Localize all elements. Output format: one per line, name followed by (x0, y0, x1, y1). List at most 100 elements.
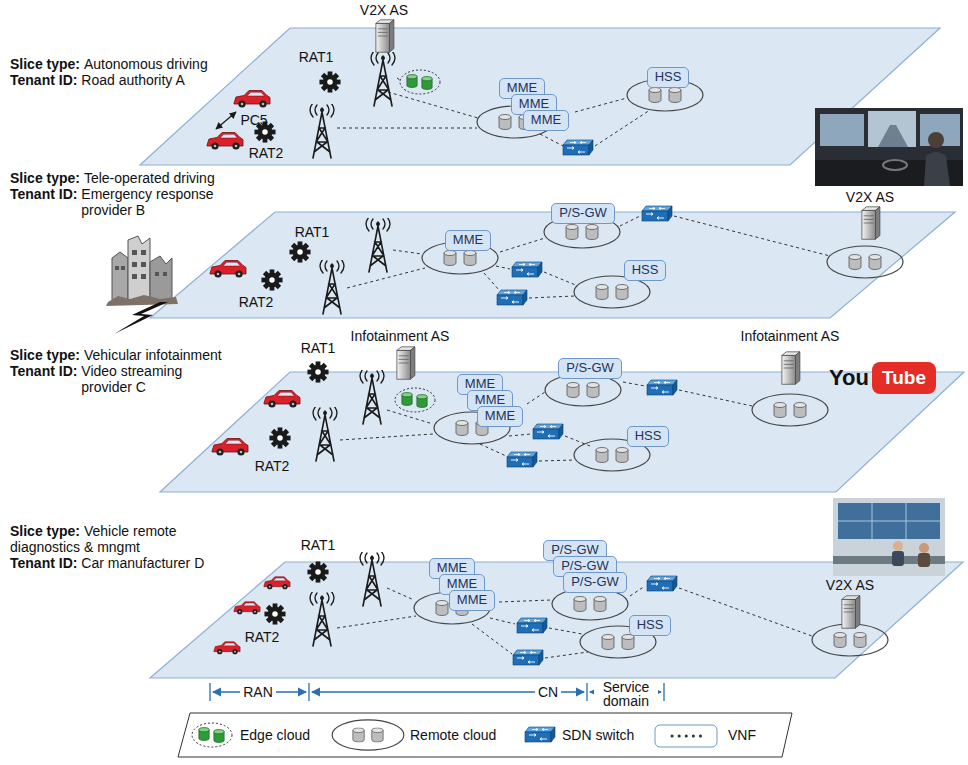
photo-screen (838, 503, 940, 539)
photo-person (892, 551, 904, 566)
field-value: Road authority A (81, 72, 185, 88)
photo-screen (868, 111, 916, 147)
vnf-label: P/S-GW (561, 558, 609, 573)
slice-plane-outline (140, 28, 940, 165)
rat-gear (307, 561, 328, 582)
rat-label: RAT1 (299, 49, 334, 65)
rat-gear (269, 427, 290, 448)
legend-entry: Edge cloud (240, 727, 310, 743)
server-label: V2X AS (826, 577, 874, 593)
slice-2-art (106, 206, 903, 334)
sdn-switch (497, 290, 527, 305)
car-icon (264, 577, 290, 589)
legend-entry: SDN switch (562, 727, 634, 743)
sdn-switch (642, 206, 672, 221)
interface-label: PC5 (240, 112, 267, 128)
vnf-sample (655, 725, 717, 747)
dashed-link (679, 588, 812, 636)
server-icon (376, 20, 394, 52)
remote-cloud (827, 246, 903, 278)
remote-cloud (477, 106, 553, 138)
vnf-label: MME (531, 112, 561, 127)
dashed-link (544, 272, 578, 286)
building (128, 236, 150, 300)
field-key: Slice type: (10, 56, 80, 72)
vnf-box: HSS (647, 67, 690, 88)
sdn-switch (512, 262, 542, 277)
car-icon (207, 133, 243, 150)
edge-cloud-sample (192, 723, 232, 747)
server-label: Infotainment AS (741, 328, 840, 344)
server-label: Infotainment AS (351, 328, 450, 344)
vnf-label: HSS (635, 428, 662, 443)
vnf-label: MME (507, 80, 537, 95)
vnf-label: P/S-GW (551, 542, 599, 557)
slice-4-art (214, 551, 888, 665)
rat-label: RAT2 (249, 145, 284, 161)
dashed-link (575, 98, 627, 112)
slice-plane: Slice type:Autonomous drivingTenant ID:R… (0, 0, 968, 170)
dashed-link (630, 586, 645, 596)
dashed-link (393, 250, 422, 254)
car-icon (234, 91, 270, 108)
dashed-link (500, 238, 545, 252)
cell-tower (310, 591, 334, 646)
vnf-label: MME (437, 560, 467, 575)
legend-text: Remote cloud (410, 727, 496, 743)
caption-row: Slice type:Tele-operated driving (10, 170, 226, 186)
dashed-link (397, 78, 400, 80)
vnf-box: MME (445, 230, 491, 251)
sdn-switch-sample (525, 727, 555, 742)
photo-person (919, 543, 929, 553)
rat-gear (319, 71, 340, 92)
caption-row: Tenant ID:Emergency response provider B (10, 186, 226, 218)
car-icon (210, 261, 246, 278)
field-key: Tenant ID: (10, 72, 77, 88)
caption-row: Slice type:Vehicular infotainment (10, 347, 226, 363)
cell-tower (310, 103, 334, 158)
dashed-link (545, 652, 588, 658)
dashed-link (539, 460, 575, 461)
vnf-label: HSS (637, 617, 664, 632)
car-icon (264, 391, 300, 408)
cell-tower (320, 259, 344, 314)
vnf-label: P/S-GW (559, 205, 607, 220)
remote-cloud (552, 588, 628, 620)
dashed-link (347, 268, 425, 288)
sdn-switch (513, 650, 543, 665)
vnf-box: P/S-GW (551, 203, 615, 224)
dashed-link (549, 628, 582, 634)
legend-text: SDN switch (562, 727, 634, 743)
cell-tower (360, 551, 384, 606)
slice-1-art (207, 20, 703, 158)
slice-plane: Slice type:Vehicular infotainmentTenant … (0, 326, 968, 496)
edge-cloud (400, 70, 440, 94)
vnf-label: MME (465, 376, 495, 391)
rat-label: RAT1 (295, 224, 330, 240)
dashed-link (387, 410, 433, 424)
vnf-label: MME (485, 408, 515, 423)
remote-cloud (434, 412, 510, 444)
legend-text: VNF (728, 727, 756, 743)
field-value: Vehicular infotainment (84, 347, 222, 363)
dashed-link (565, 436, 590, 446)
dashed-link (527, 392, 545, 404)
remote-cloud (545, 374, 621, 406)
control-room-photo (833, 498, 945, 576)
rat-gear (289, 241, 310, 262)
sdn-switch (563, 140, 593, 155)
sdn-switch (507, 452, 537, 467)
car-icon (212, 439, 248, 456)
photo-person (928, 132, 944, 148)
caption-row: Slice type:Vehicle remote diagnostics & … (10, 523, 220, 555)
slice-caption: Slice type:Autonomous drivingTenant ID:R… (10, 56, 208, 88)
car-icon (214, 642, 240, 654)
photo-screen (920, 114, 960, 146)
domain-label: Service domain (594, 680, 658, 708)
logo-text: You (829, 365, 869, 391)
legend-text: Edge cloud (240, 727, 310, 743)
sdn-switch (647, 380, 677, 395)
dashed-link (595, 110, 650, 146)
field-key: Slice type: (10, 347, 80, 363)
damaged-city (106, 236, 178, 334)
